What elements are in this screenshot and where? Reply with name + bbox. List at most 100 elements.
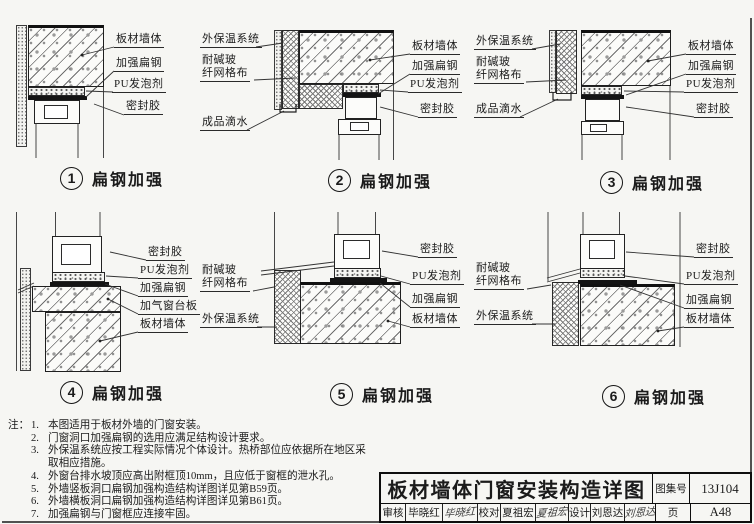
page-label: 页 <box>656 504 691 521</box>
pu-foam-strip <box>580 268 625 278</box>
sill-board-hatch <box>32 285 121 312</box>
label-reinforcing-flat-steel: 加强扁钢 <box>410 60 460 75</box>
drawing-title: 板材墙体门窗安装构造详图 <box>381 474 653 503</box>
label-wall-panel: 板材墙体 <box>684 313 734 328</box>
flat-steel-bar <box>28 96 87 100</box>
window-frame-inner <box>61 244 91 265</box>
detail-caption-1: 1 扁钢加强 <box>60 166 164 190</box>
label-etics: 外保温系统 <box>200 33 262 48</box>
render-stipple <box>274 30 282 110</box>
label-mesh: 耐碱玻 纤网格布 <box>474 262 524 290</box>
title-block-top-row: 板材墙体门窗安装构造详图 图集号 13J104 <box>381 474 750 504</box>
label-wall-panel: 板材墙体 <box>114 33 164 48</box>
wall-panel-hatch <box>28 25 104 87</box>
insulation-hatch <box>274 270 301 344</box>
detail-caption-text: 扁钢加强 <box>634 390 707 407</box>
note-text: 门窗洞口加强扁钢的选用应满足结构设计要求。 <box>48 432 271 444</box>
audit-label: 审核 <box>381 504 406 521</box>
label-sealant: 密封胶 <box>146 246 185 261</box>
note-text: 外保温系统应按工程实际情况个体设计。热桥部位应依据所在地区采取相应措施。 <box>48 445 366 470</box>
label-etics: 外保温系统 <box>474 310 536 325</box>
detail-number-badge: 5 <box>330 382 353 406</box>
note-item: 6. 外墙横板洞口扁钢加强构造结构详图详见第B61页。 <box>31 496 372 509</box>
note-text: 外墙横板洞口扁钢加强构造结构详图详见第B61页。 <box>48 496 289 508</box>
note-number: 3. <box>31 445 39 457</box>
page-no-value: A48 <box>709 505 732 519</box>
pu-foam-strip <box>52 272 105 282</box>
render-stipple <box>20 268 31 371</box>
note-number: 2. <box>31 432 39 444</box>
label-pu-foam: PU发泡剂 <box>138 264 192 279</box>
notes: 注： 1. 本图适用于板材外墙的门窗安装。 2. 门窗洞口加强扁钢的选用应满足结… <box>8 420 372 522</box>
label-etics: 外保温系统 <box>200 313 262 328</box>
label-mesh: 耐碱玻 纤网格布 <box>200 54 250 82</box>
note-number: 6. <box>31 496 39 508</box>
check-signature: 夏祖宏 <box>536 504 569 521</box>
note-item: 7. 加强扁钢与门窗框应连接牢固。 <box>31 509 372 522</box>
label-reinforcing-flat-steel: 加强扁钢 <box>410 293 460 308</box>
window-frame-inner <box>589 240 615 259</box>
label-pu-foam: PU发泡剂 <box>408 78 462 93</box>
atlas-no-value: 13J104 <box>701 480 739 496</box>
label-mesh: 耐碱玻 纤网格布 <box>474 56 524 84</box>
detail-number-badge: 6 <box>602 384 625 408</box>
note-text: 外窗台排水坡顶应高出附框顶10mm，且应低于窗框的泄水孔。 <box>48 470 340 482</box>
detail-caption-5: 5 扁钢加强 <box>330 382 434 406</box>
window-frame <box>345 96 377 119</box>
pu-foam-strip <box>334 268 381 278</box>
label-etics: 外保温系统 <box>474 35 536 50</box>
label-reinforcing-flat-steel: 加强扁钢 <box>684 294 734 309</box>
detail-caption-4: 4 扁钢加强 <box>60 380 164 404</box>
render-stipple <box>16 25 27 147</box>
label-drip: 成品滴水 <box>474 103 524 118</box>
notes-list: 1. 本图适用于板材外墙的门窗安装。 2. 门窗洞口加强扁钢的选用应满足结构设计… <box>31 420 372 522</box>
label-drip: 成品滴水 <box>200 116 250 131</box>
flat-steel-bar <box>330 278 387 282</box>
insulation-reveal-hatch <box>299 84 343 109</box>
design-signature: 刘恩达 <box>625 506 655 521</box>
insulation-hatch <box>556 30 577 94</box>
wall-panel-hatch <box>581 30 671 86</box>
title-block: 板材墙体门窗安装构造详图 图集号 13J104 审核 毕晓红 毕晓红 校对 夏祖… <box>379 472 752 523</box>
label-wall-panel: 板材墙体 <box>410 40 460 55</box>
check-label: 校对 <box>478 504 501 521</box>
audit-signature: 毕晓红 <box>443 504 478 521</box>
signature-cells: 审核 毕晓红 毕晓红 校对 夏祖宏 夏祖宏 设计 刘恩达 刘恩达 <box>381 504 656 521</box>
wall-panel-hatch <box>45 311 121 372</box>
detail-number-badge: 4 <box>60 380 83 404</box>
design-name: 刘恩达 <box>591 504 625 521</box>
label-wall-panel: 板材墙体 <box>686 40 736 55</box>
audit-name: 毕晓红 <box>406 504 443 521</box>
wall-panel-hatch <box>300 282 401 344</box>
detail-caption-6: 6 扁钢加强 <box>602 384 706 408</box>
detail-caption-text: 扁钢加强 <box>92 386 165 403</box>
detail-caption-text: 扁钢加强 <box>360 174 433 191</box>
flat-steel-bar <box>50 282 109 286</box>
note-number: 4. <box>31 470 39 482</box>
label-wall-panel: 板材墙体 <box>138 318 188 333</box>
label-wall-panel: 板材墙体 <box>410 313 460 328</box>
pu-foam-strip <box>28 87 85 96</box>
wall-panel-hatch <box>580 284 675 346</box>
label-reinforcing-flat-steel: 加强扁钢 <box>686 60 736 75</box>
note-item: 4. 外窗台排水坡顶应高出附框顶10mm，且应低于窗框的泄水孔。 <box>31 471 372 484</box>
label-pu-foam: PU发泡剂 <box>410 270 464 285</box>
label-pu-foam: PU发泡剂 <box>684 78 738 93</box>
notes-prefix: 注： <box>8 420 30 431</box>
note-item: 3. 外保温系统应按工程实际情况个体设计。热桥部位应依据所在地区采取相应措施。 <box>31 445 372 470</box>
detail-caption-text: 扁钢加强 <box>92 172 165 189</box>
label-sealant: 密封胶 <box>124 100 163 115</box>
window-frame-inner <box>590 123 607 132</box>
flat-steel-bar <box>578 280 637 284</box>
detail-caption-2: 2 扁钢加强 <box>328 168 432 192</box>
pu-foam-strip <box>343 84 379 93</box>
flat-steel-bar <box>581 95 624 99</box>
note-text: 加强扁钢与门窗框应连接牢固。 <box>48 508 197 520</box>
check-name: 夏祖宏 <box>501 504 536 521</box>
label-reinforcing-flat-steel: 加强扁钢 <box>138 282 188 297</box>
label-sealant: 密封胶 <box>418 243 457 258</box>
render-stipple <box>549 30 556 93</box>
label-sealant: 密封胶 <box>694 103 733 118</box>
label-pu-foam: PU发泡剂 <box>684 270 738 285</box>
